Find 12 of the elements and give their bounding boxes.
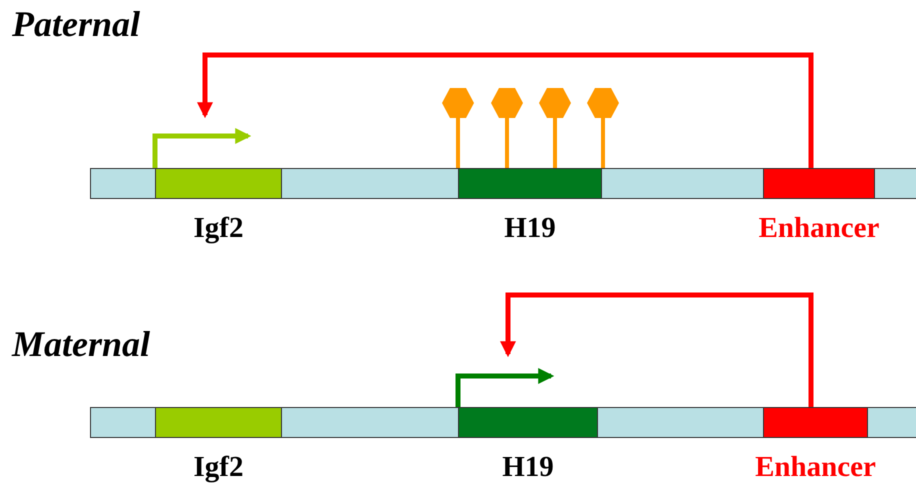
gene-label: H19	[502, 453, 554, 482]
row-heading: Paternal	[12, 6, 140, 42]
arrow	[152, 128, 252, 168]
arrow	[197, 52, 814, 168]
row-heading: Maternal	[12, 326, 150, 362]
arrow	[500, 292, 814, 407]
gene-label: Enhancer	[758, 214, 880, 243]
gene-label: H19	[504, 214, 556, 243]
gene-label: Enhancer	[755, 453, 876, 482]
gene-label: Igf2	[194, 453, 244, 482]
gene-label: Igf2	[194, 214, 244, 243]
arrow	[456, 368, 554, 407]
